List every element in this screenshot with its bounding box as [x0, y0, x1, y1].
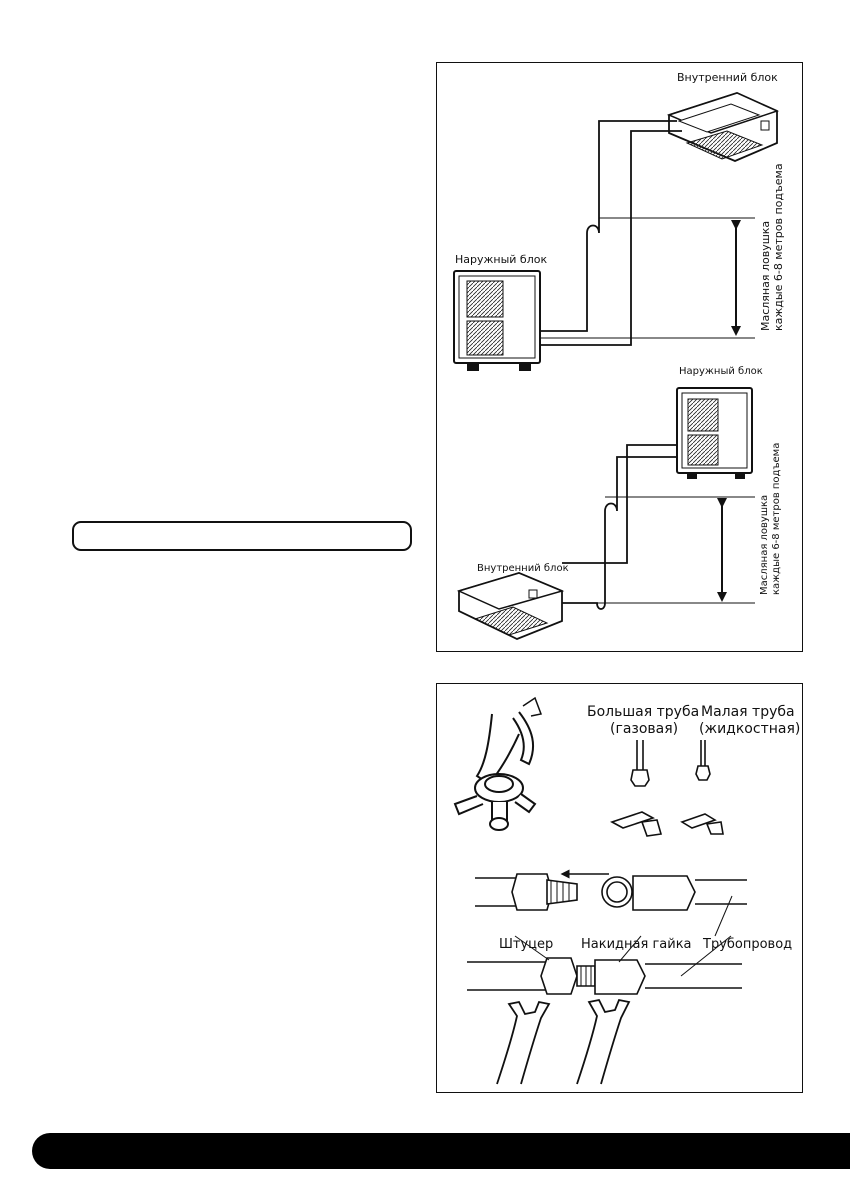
wrench-valve-illustration: [453, 696, 543, 831]
oil-trap-diagram-panel: Внутренний блок Наружный блок Масляная л…: [436, 62, 803, 652]
flare-connection-open: [475, 873, 747, 911]
pipeline-label: Трубопровод: [702, 937, 792, 952]
empty-note-box: [72, 521, 412, 551]
outdoor-unit-top: [453, 270, 541, 371]
flare-nut-label: Накидная гайка: [581, 937, 692, 952]
outdoor-unit-label-top: Наружный блок: [455, 253, 547, 266]
oil-trap-label-line1-top: Масляная ловушка: [759, 221, 772, 331]
label-leaders: [514, 895, 733, 977]
flare-connection-assembled: [467, 957, 742, 995]
pipe-connection-panel: Большая труба (газовая) Малая труба (жид…: [436, 683, 803, 1093]
small-pipe-label-line1: Малая труба: [701, 704, 795, 720]
big-pipe-label-line2: (газовая): [610, 721, 678, 737]
wrenches-illustration: [496, 998, 631, 1085]
pipe-samples: [610, 740, 724, 837]
indoor-unit-middle: [456, 572, 565, 640]
oil-trap-label-line2-middle: каждые 6-8 метров подъема: [771, 443, 782, 595]
indoor-unit-label-middle: Внутренний блок: [477, 563, 569, 574]
big-pipe-label-line1: Большая труба: [587, 704, 699, 720]
piping-middle: [562, 444, 677, 610]
oil-trap-label-line1-middle: Масляная ловушка: [759, 495, 770, 595]
small-pipe-label-line2: (жидкостная): [699, 721, 800, 737]
oil-trap-label-line2-top: каждые 6-8 метров подъема: [772, 163, 785, 331]
piping-top: [540, 120, 682, 346]
oil-trap-diagram: Внутренний блок Наружный блок Масляная л…: [453, 71, 785, 640]
footer-bar: [32, 1133, 850, 1169]
pipe-connection-diagram: Большая труба (газовая) Малая труба (жид…: [453, 696, 800, 1085]
indoor-unit-label-top: Внутренний блок: [677, 71, 778, 84]
fitting-label: Штуцер: [499, 937, 553, 952]
outdoor-unit-middle: [676, 387, 753, 479]
outdoor-unit-label-middle: Наружный блок: [679, 366, 763, 377]
indoor-unit-top: [666, 92, 780, 162]
